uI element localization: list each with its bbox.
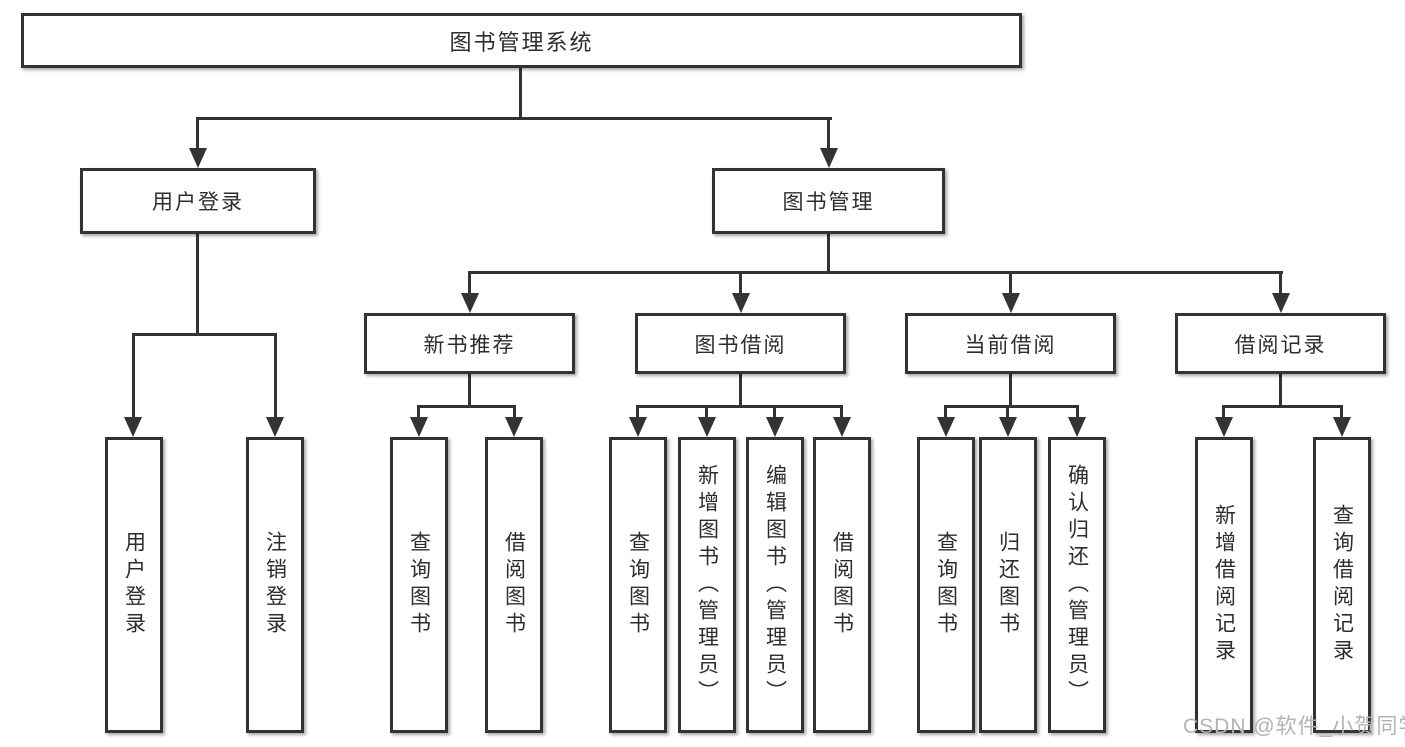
node-label: 用户登录 <box>122 531 146 639</box>
arrow-down-icon <box>1068 417 1086 437</box>
connector-line <box>196 232 199 336</box>
connector-line <box>739 271 742 294</box>
node-logout-leaf: 注销登录 <box>246 437 304 733</box>
node-label: 新增借阅记录 <box>1212 504 1236 666</box>
arrow-down-icon <box>124 417 142 437</box>
node-label: 归还图书 <box>996 531 1020 639</box>
node-label: 借阅图书 <box>502 531 526 639</box>
node-label: 图书借阅 <box>694 333 787 357</box>
arrow-down-icon <box>1272 293 1290 313</box>
node-label: 借阅记录 <box>1234 333 1327 357</box>
connector-line <box>1076 405 1079 419</box>
connector-line <box>1222 405 1343 408</box>
connector-line <box>132 333 135 418</box>
node-borrow-books-recommend: 借阅图书 <box>485 437 543 733</box>
arrow-down-icon <box>410 417 428 437</box>
connector-line <box>1009 372 1012 408</box>
connector-line <box>705 405 708 419</box>
arrow-down-icon <box>1215 417 1233 437</box>
arrow-down-icon <box>629 417 647 437</box>
node-query-books-recommend: 查询图书 <box>390 437 448 733</box>
node-label: 图书管理 <box>782 191 875 214</box>
node-return-books: 归还图书 <box>979 437 1037 733</box>
node-label: 查询图书 <box>407 531 431 639</box>
connector-line <box>468 372 471 408</box>
arrow-down-icon <box>766 417 784 437</box>
arrow-down-icon <box>820 148 838 168</box>
connector-line <box>944 405 947 419</box>
arrow-down-icon <box>732 293 750 313</box>
arrow-down-icon <box>461 293 479 313</box>
node-query-books-borrow: 查询图书 <box>609 437 667 733</box>
connector-line <box>1340 405 1343 419</box>
connector-line <box>1009 271 1012 294</box>
watermark: CSDN @软件_小贺同学 <box>1183 715 1405 738</box>
node-user-login-leaf: 用户登录 <box>105 437 163 733</box>
connector-line <box>274 333 277 418</box>
node-label: 新书推荐 <box>423 333 516 357</box>
arrow-down-icon <box>937 417 955 437</box>
node-label: 借阅图书 <box>830 531 854 639</box>
connector-line <box>636 405 843 408</box>
connector-line <box>519 66 522 119</box>
arrow-down-icon <box>189 148 207 168</box>
node-add-book-admin: 新增图书（管理员） <box>678 437 736 733</box>
connector-line <box>132 333 277 336</box>
connector-line <box>1006 405 1009 419</box>
arrow-down-icon <box>266 417 284 437</box>
connector-line <box>1279 271 1282 294</box>
node-label: 注销登录 <box>263 531 287 639</box>
connector-line <box>1222 405 1225 419</box>
node-user-login: 用户登录 <box>80 168 316 234</box>
node-confirm-return-admin: 确认归还（管理员） <box>1048 437 1106 733</box>
connector-line <box>417 405 516 408</box>
node-add-borrow-record: 新增借阅记录 <box>1195 437 1253 733</box>
arrow-down-icon <box>505 417 523 437</box>
arrow-down-icon <box>833 417 851 437</box>
node-new-book-recommend: 新书推荐 <box>364 313 575 374</box>
node-borrow-books-leaf: 借阅图书 <box>813 437 871 733</box>
connector-line <box>827 232 830 274</box>
node-label: 图书管理系统 <box>449 29 594 55</box>
connector-line <box>827 117 830 151</box>
connector-line <box>468 271 1283 274</box>
connector-line <box>773 405 776 419</box>
node-label: 编辑图书（管理员） <box>763 463 787 707</box>
node-label: 用户登录 <box>152 191 244 214</box>
connector-line <box>513 405 516 419</box>
node-book-management: 图书管理 <box>712 168 945 234</box>
node-query-borrow-record: 查询借阅记录 <box>1313 437 1371 733</box>
node-label: 当前借阅 <box>964 333 1057 357</box>
node-label: 查询图书 <box>626 531 650 639</box>
arrow-down-icon <box>1002 293 1020 313</box>
connector-line <box>1279 372 1282 408</box>
node-label: 查询图书 <box>934 531 958 639</box>
node-book-borrow: 图书借阅 <box>635 313 846 374</box>
node-borrow-records: 借阅记录 <box>1175 313 1386 374</box>
connector-line <box>739 372 742 408</box>
connector-line <box>196 117 832 120</box>
node-label: 查询借阅记录 <box>1330 504 1354 666</box>
arrow-down-icon <box>1333 417 1351 437</box>
connector-line <box>944 405 1079 408</box>
arrow-down-icon <box>999 417 1017 437</box>
node-label: 新增图书（管理员） <box>695 463 719 707</box>
node-edit-book-admin: 编辑图书（管理员） <box>746 437 804 733</box>
arrow-down-icon <box>698 417 716 437</box>
node-current-borrow: 当前借阅 <box>905 313 1116 374</box>
node-label: 确认归还（管理员） <box>1065 463 1089 707</box>
connector-line <box>196 117 199 151</box>
connector-line <box>636 405 639 419</box>
connector-line <box>417 405 420 419</box>
node-query-books-current: 查询图书 <box>917 437 975 733</box>
node-root: 图书管理系统 <box>21 13 1022 68</box>
connector-line <box>468 271 471 294</box>
connector-line <box>840 405 843 419</box>
